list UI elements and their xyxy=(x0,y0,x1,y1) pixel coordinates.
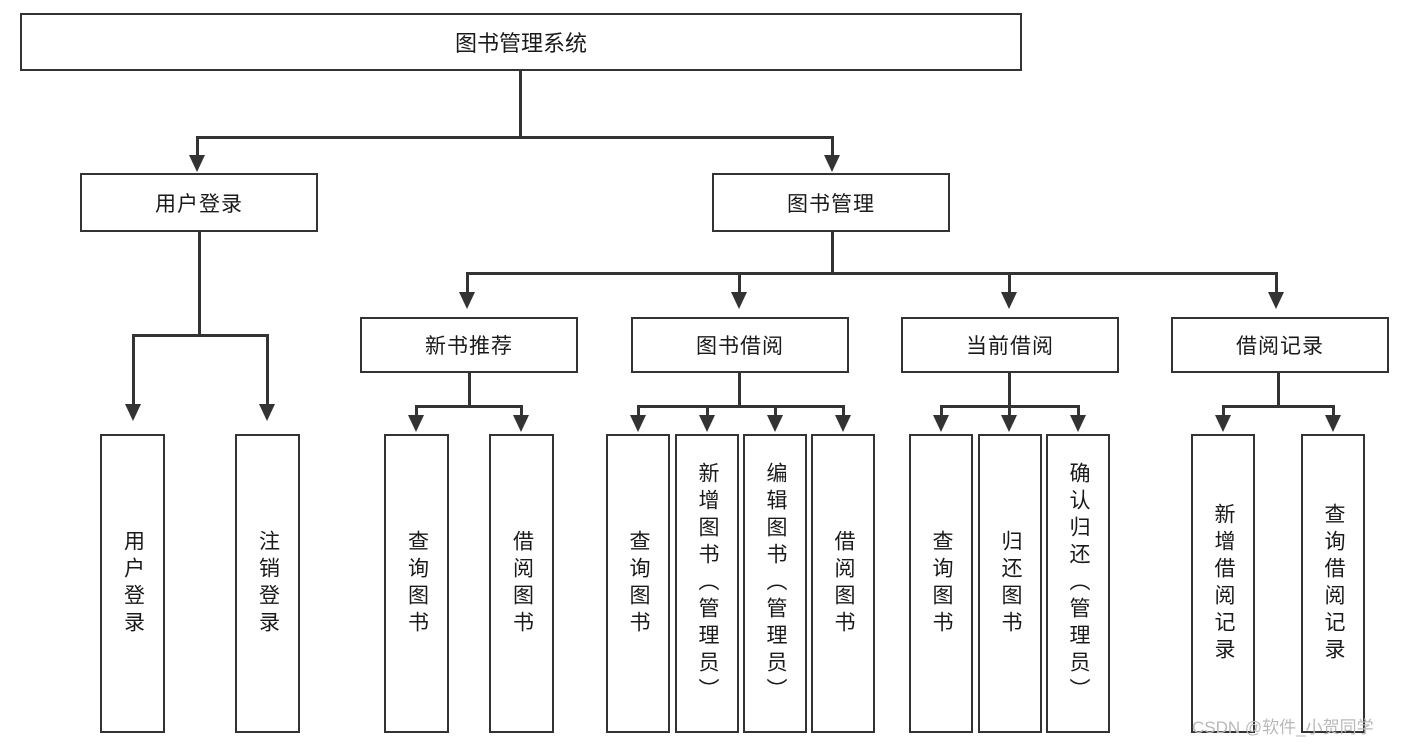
arrow-new-book-to-leaf2 xyxy=(513,415,529,432)
leaf-borrow-record-query-record[interactable]: 查询借阅记录 xyxy=(1301,434,1365,733)
connector-root-bus xyxy=(196,136,834,139)
connector-book-borrow-to-leaf1 xyxy=(637,405,640,417)
leaf-borrow-record-add-record[interactable]: 新增借阅记录 xyxy=(1191,434,1255,733)
leaf-label: 新增借阅记录 xyxy=(1212,502,1236,665)
leaf-current-borrow-query-book[interactable]: 查询图书 xyxy=(909,434,973,733)
connector-user-login-to-leaf2 xyxy=(266,334,269,406)
node-root-book-management-system[interactable]: 图书管理系统 xyxy=(20,13,1022,71)
connector-book-manage-to-current-borrow xyxy=(1008,272,1011,294)
leaf-new-book-query-book[interactable]: 查询图书 xyxy=(384,434,449,733)
connector-book-manage-to-book-borrow xyxy=(738,272,741,294)
connector-new-book-bus xyxy=(415,405,523,408)
arrow-borrow-record-to-leaf2 xyxy=(1325,415,1341,432)
arrow-user-login-to-leaf2 xyxy=(259,404,275,421)
connector-root-stem xyxy=(519,71,522,138)
arrow-current-borrow-to-leaf1 xyxy=(933,415,949,432)
leaf-current-borrow-return-book[interactable]: 归还图书 xyxy=(978,434,1042,733)
node-borrow-record[interactable]: 借阅记录 xyxy=(1171,317,1389,373)
node-label: 图书管理 xyxy=(787,192,875,216)
arrow-root-to-book-manage xyxy=(824,155,840,172)
leaf-new-book-borrow-book[interactable]: 借阅图书 xyxy=(489,434,554,733)
connector-new-book-to-leaf2 xyxy=(520,405,523,417)
leaf-user-login-login[interactable]: 用户登录 xyxy=(100,434,165,733)
node-book-management[interactable]: 图书管理 xyxy=(712,173,950,232)
arrow-book-borrow-to-leaf3 xyxy=(767,415,783,432)
connector-book-manage-to-new-book xyxy=(466,272,469,294)
connector-root-to-user-login xyxy=(196,136,199,158)
arrow-book-borrow-to-leaf1 xyxy=(630,415,646,432)
leaf-book-borrow-add-book-admin[interactable]: 新增图书（管理员） xyxy=(675,434,739,733)
arrow-book-borrow-to-leaf2 xyxy=(699,415,715,432)
connector-book-borrow-bus xyxy=(637,405,845,408)
arrow-user-login-to-leaf1 xyxy=(125,404,141,421)
arrow-current-borrow-to-leaf3 xyxy=(1070,415,1086,432)
leaf-label: 借阅图书 xyxy=(510,529,534,638)
leaf-label: 注销登录 xyxy=(256,529,280,638)
node-label: 图书借阅 xyxy=(696,335,784,358)
leaf-label: 查询图书 xyxy=(405,529,429,638)
connector-current-borrow-to-leaf2 xyxy=(1008,405,1011,417)
arrow-book-borrow-to-leaf4 xyxy=(835,415,851,432)
connector-borrow-record-bus xyxy=(1222,405,1335,408)
connector-book-manage-to-borrow-record xyxy=(1275,272,1278,294)
arrow-current-borrow-to-leaf2 xyxy=(1001,415,1017,432)
leaf-label: 用户登录 xyxy=(121,529,145,638)
connector-new-book-stem xyxy=(468,373,471,407)
leaf-label: 查询借阅记录 xyxy=(1322,502,1346,665)
arrow-book-manage-to-book-borrow xyxy=(731,292,747,309)
connector-current-borrow-to-leaf3 xyxy=(1077,405,1080,417)
connector-borrow-record-to-leaf1 xyxy=(1222,405,1225,417)
connector-user-login-stem xyxy=(198,232,201,336)
node-label: 借阅记录 xyxy=(1236,335,1324,358)
arrow-new-book-to-leaf1 xyxy=(408,415,424,432)
arrow-root-to-user-login xyxy=(189,155,205,172)
node-user-login[interactable]: 用户登录 xyxy=(80,173,318,232)
node-new-book-recommend[interactable]: 新书推荐 xyxy=(360,317,578,373)
connector-book-manage-stem xyxy=(831,232,834,274)
connector-user-login-to-leaf1 xyxy=(132,334,135,406)
leaf-label: 新增图书（管理员） xyxy=(696,462,720,705)
leaf-book-borrow-query-book[interactable]: 查询图书 xyxy=(606,434,670,733)
connector-borrow-record-stem xyxy=(1277,373,1280,407)
leaf-book-borrow-edit-book-admin[interactable]: 编辑图书（管理员） xyxy=(743,434,807,733)
node-book-borrow[interactable]: 图书借阅 xyxy=(631,317,849,373)
leaf-user-login-logout[interactable]: 注销登录 xyxy=(235,434,300,733)
leaf-label: 查询图书 xyxy=(627,529,651,638)
leaf-book-borrow-borrow-book[interactable]: 借阅图书 xyxy=(811,434,875,733)
connector-new-book-to-leaf1 xyxy=(415,405,418,417)
node-label: 当前借阅 xyxy=(966,335,1054,358)
leaf-label: 归还图书 xyxy=(999,529,1023,638)
leaf-current-borrow-confirm-return-admin[interactable]: 确认归还（管理员） xyxy=(1046,434,1110,733)
node-label: 图书管理系统 xyxy=(454,31,587,56)
connector-book-manage-bus xyxy=(466,272,1278,275)
arrow-book-manage-to-new-book xyxy=(459,292,475,309)
node-label: 用户登录 xyxy=(155,192,243,216)
connector-book-borrow-stem xyxy=(738,373,741,407)
leaf-label: 确认归还（管理员） xyxy=(1067,462,1091,705)
leaf-label: 查询图书 xyxy=(930,529,954,638)
connector-current-borrow-to-leaf1 xyxy=(940,405,943,417)
arrow-book-manage-to-borrow-record xyxy=(1268,292,1284,309)
connector-user-login-bus xyxy=(132,334,268,337)
connector-book-borrow-to-leaf2 xyxy=(706,405,709,417)
leaf-label: 借阅图书 xyxy=(832,529,856,638)
leaf-label: 编辑图书（管理员） xyxy=(764,462,788,705)
node-current-borrow[interactable]: 当前借阅 xyxy=(901,317,1119,373)
connector-book-borrow-to-leaf3 xyxy=(774,405,777,417)
connector-root-to-book-manage xyxy=(831,136,834,158)
arrow-borrow-record-to-leaf1 xyxy=(1215,415,1231,432)
node-label: 新书推荐 xyxy=(425,335,513,358)
arrow-book-manage-to-current-borrow xyxy=(1001,292,1017,309)
connector-book-borrow-to-leaf4 xyxy=(842,405,845,417)
connector-borrow-record-to-leaf2 xyxy=(1332,405,1335,417)
connector-current-borrow-stem xyxy=(1008,373,1011,407)
